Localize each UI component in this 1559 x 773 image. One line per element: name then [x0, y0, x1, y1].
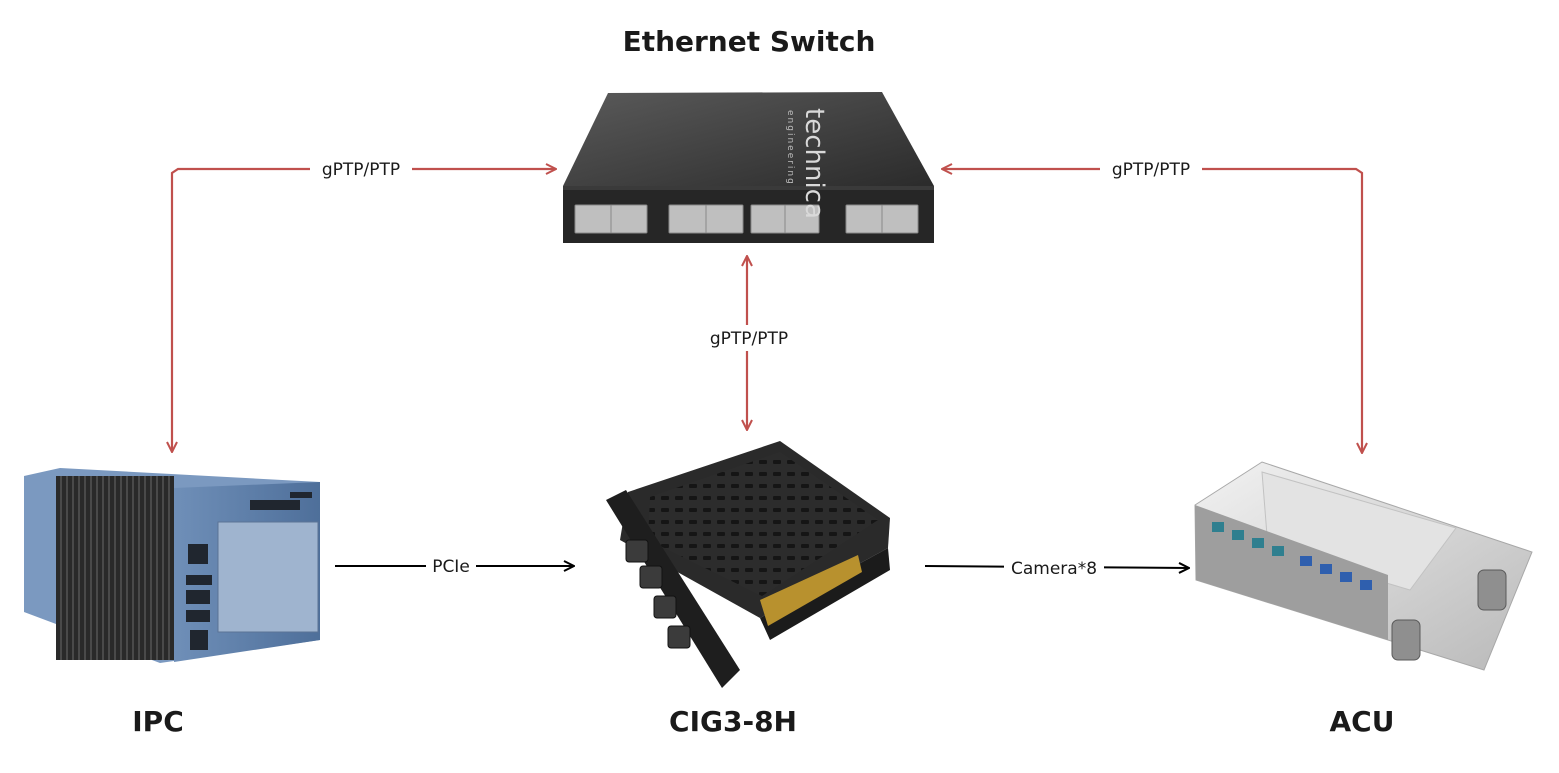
ipc-device	[24, 468, 320, 663]
acu-label: ACU	[1330, 705, 1395, 738]
ethernet-switch-device: technica engineering	[563, 92, 934, 243]
ipc-label: IPC	[132, 705, 184, 738]
edge-ipc-cig: PCIe	[335, 554, 574, 578]
logo-subtext: engineering	[785, 110, 795, 186]
technica-logo: technica engineering	[785, 108, 829, 219]
acu-device	[1194, 461, 1533, 671]
edge-label-acu-switch: gPTP/PTP	[1112, 160, 1190, 180]
cig3-8h-device	[606, 441, 890, 688]
edge-label-ipc-switch: gPTP/PTP	[322, 160, 400, 180]
cig3-8h-label: CIG3-8H	[669, 705, 797, 738]
edge-cig-switch: gPTP/PTP	[698, 256, 800, 430]
edge-acu-switch: gPTP/PTP	[942, 157, 1362, 453]
edge-ipc-switch: gPTP/PTP	[172, 157, 556, 452]
switch-label: Ethernet Switch	[623, 25, 876, 58]
edge-cig-acu: Camera*8	[924, 555, 1189, 579]
edge-label-cig-switch: gPTP/PTP	[710, 329, 788, 349]
logo-text: technica	[799, 108, 829, 219]
edge-label-cig-acu: Camera*8	[1011, 559, 1097, 579]
edge-label-ipc-cig: PCIe	[432, 557, 470, 577]
